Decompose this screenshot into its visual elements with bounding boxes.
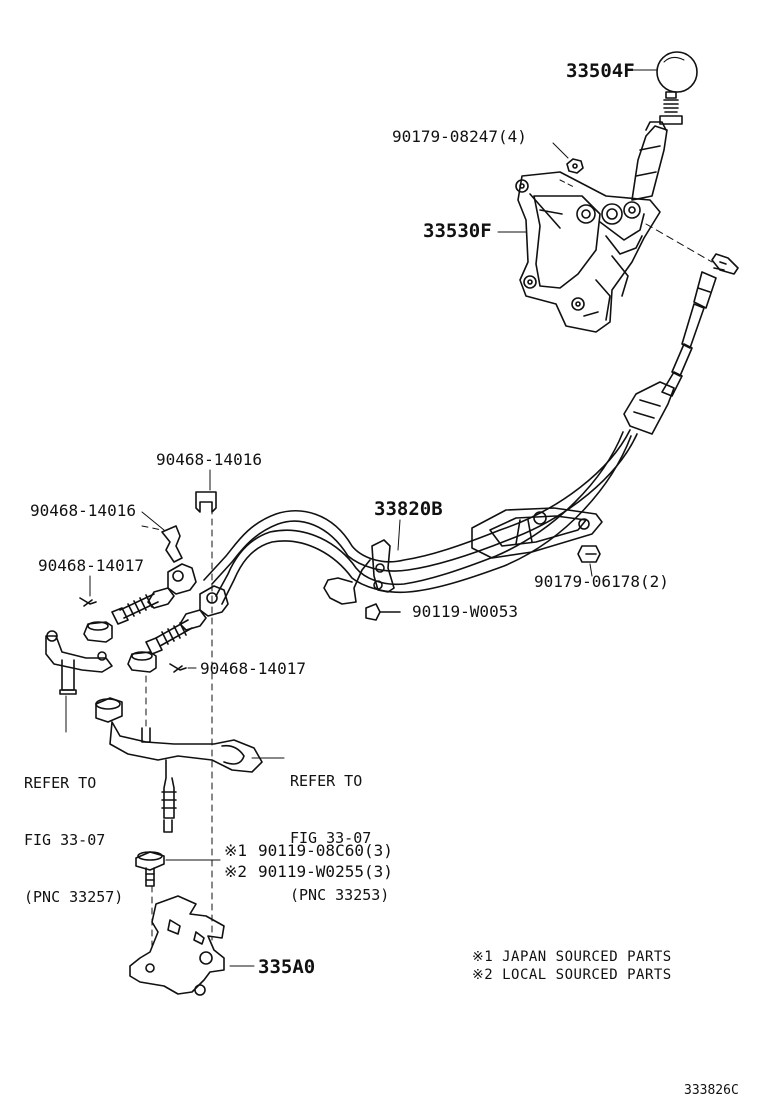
reference-left-line2: FIG 33-07 (24, 831, 106, 849)
shift-lever-lower-part (95, 697, 263, 833)
pin-part-right (169, 663, 187, 673)
reference-right-line2: FIG 33-07 (290, 829, 372, 847)
label-bolt-local: 90119-W0255(3) (258, 862, 393, 881)
label-bolt-japan: 90119-08C60(3) (258, 841, 393, 860)
reference-right-line3: (PNC 33253) (290, 886, 390, 904)
base-bracket-part (129, 895, 225, 996)
shift-cable-part (203, 429, 638, 605)
label-pin-right: 90468-14017 (200, 659, 306, 678)
label-base-bracket: 335A0 (258, 956, 316, 978)
note-local-sourced: ※2 LOCAL SOURCED PARTS (472, 967, 672, 983)
label-nut-90179-08247: 90179-08247(4) (392, 127, 527, 146)
reference-left-line3: (PNC 33257) (24, 888, 124, 906)
label-shift-knob: 33504F (566, 60, 635, 82)
label-clip-top: 90468-14016 (156, 450, 262, 469)
reference-right: REFER TO FIG 33-07 (PNC 33253) (290, 734, 389, 943)
nut-part-90179-08247 (566, 158, 584, 174)
label-pin-left: 90468-14017 (38, 556, 144, 575)
select-lever-part (45, 630, 113, 695)
bolt-part-lower (135, 851, 165, 887)
label-lever-assembly: 33530F (423, 220, 492, 242)
label-shift-cable: 33820B (374, 498, 443, 520)
nut-part-90179-06178 (577, 545, 601, 563)
pin-part-left (79, 597, 97, 607)
cable-end-left-part (83, 563, 197, 643)
marker-local: ※2 (224, 862, 248, 881)
cable-upper-end-part (623, 253, 739, 435)
shift-knob-part (656, 51, 698, 125)
label-clip-left: 90468-14016 (30, 501, 136, 520)
clip-part-left (161, 525, 183, 563)
note-japan-sourced: ※1 JAPAN SOURCED PARTS (472, 949, 672, 965)
cable-end-right-part (127, 585, 229, 673)
label-bolt-90119-W0053: 90119-W0053 (412, 602, 518, 621)
shift-lever-assembly-part (515, 121, 668, 333)
marker-japan: ※1 (224, 841, 248, 860)
reference-left-line1: REFER TO (24, 774, 97, 792)
figure-code: 333826C (684, 1083, 739, 1098)
reference-right-line1: REFER TO (290, 772, 363, 790)
reference-left: REFER TO FIG 33-07 (PNC 33257) (24, 736, 123, 945)
bolt-part-90119-W0053 (365, 603, 401, 621)
clip-part-top (195, 491, 217, 513)
label-nut-90179-06178: 90179-06178(2) (534, 572, 669, 591)
